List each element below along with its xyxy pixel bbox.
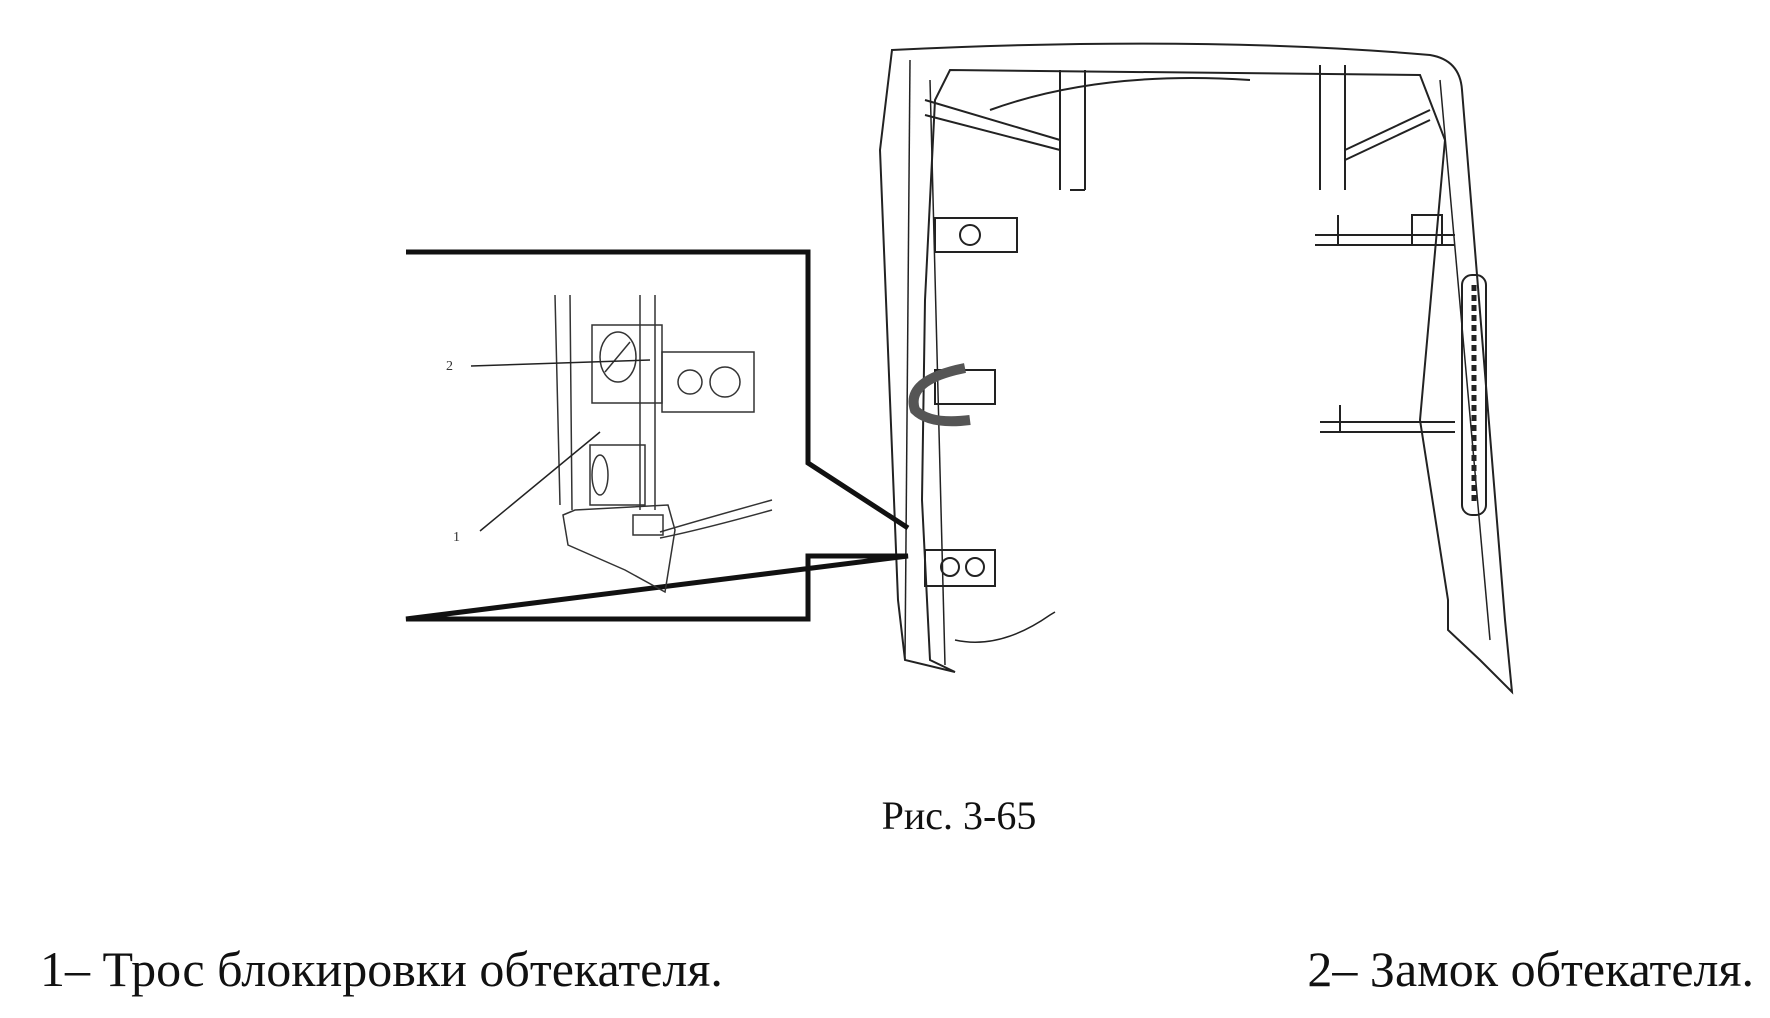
hood-lock-diagram: 2 1 xyxy=(405,42,1514,695)
callout-2: 2 xyxy=(446,359,453,374)
figure-caption: Рис. 3-65 xyxy=(881,793,1037,838)
legend-item-1: 1– Трос блокировки обтекателя. xyxy=(40,941,723,997)
callout-1: 1 xyxy=(453,530,460,545)
hood-frame-drawing xyxy=(878,42,1514,695)
legend-item-2: 2– Замок обтекателя. xyxy=(1307,941,1754,997)
detail-inset: 2 1 xyxy=(405,249,910,622)
